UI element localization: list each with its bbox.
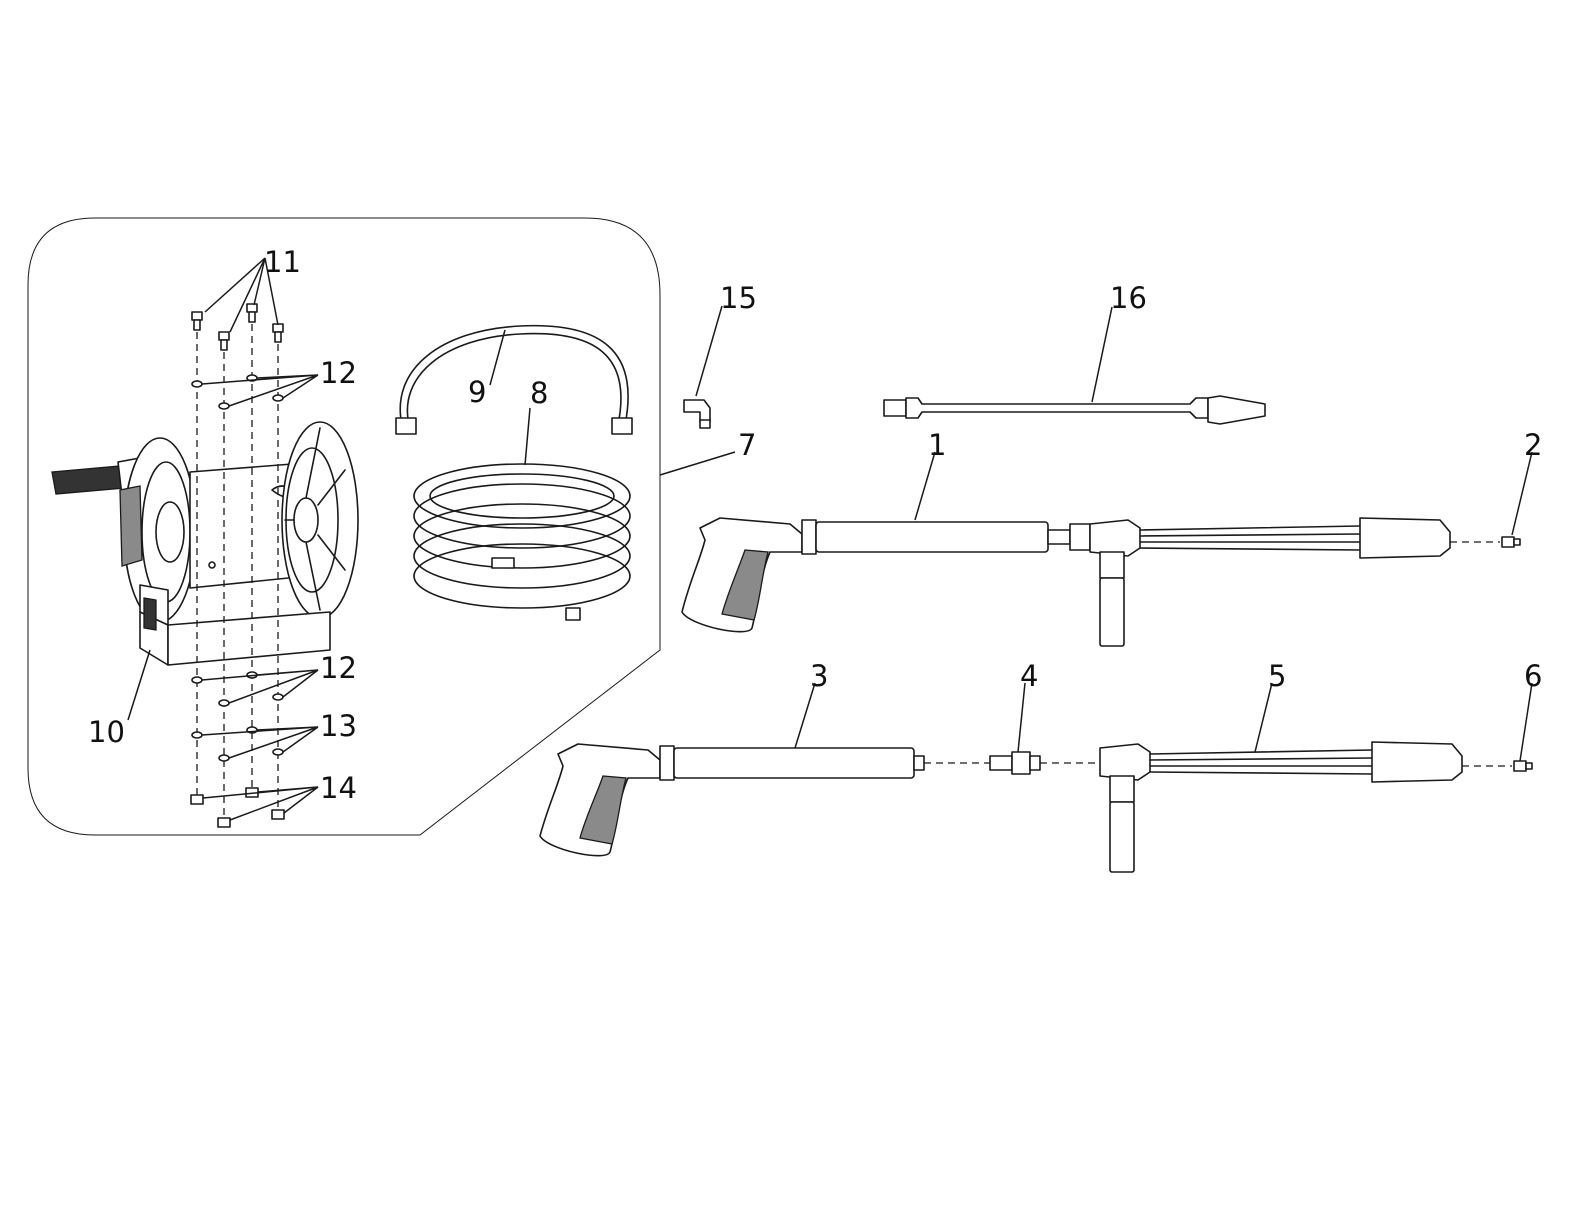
- callout-12-upper: 12: [320, 356, 357, 390]
- callout-7: 7: [738, 428, 756, 462]
- dual-lance: [1099, 741, 1512, 873]
- short-hose: [395, 324, 633, 435]
- callout-4: 4: [1020, 659, 1038, 693]
- callout-1: 1: [928, 428, 946, 462]
- hose-reel: [51, 421, 359, 666]
- callout-5: 5: [1268, 659, 1286, 693]
- quick-connect-adapter: [989, 751, 1100, 775]
- callout-6: 6: [1524, 659, 1542, 693]
- bolts: [191, 303, 284, 351]
- callout-13: 13: [320, 709, 357, 743]
- callout-14: 14: [320, 771, 357, 805]
- spray-gun-assembly-upper: [681, 517, 1500, 647]
- callout-9: 9: [468, 375, 486, 409]
- nozzle-tip-upper: [1501, 536, 1521, 548]
- callout-16: 16: [1110, 281, 1147, 315]
- nozzle-tip-lower: [1513, 760, 1533, 772]
- rotary-nozzle-wand: [883, 395, 1266, 425]
- callout-15: 15: [720, 281, 757, 315]
- callout-2: 2: [1524, 428, 1542, 462]
- callout-10: 10: [88, 715, 125, 749]
- callout-12-lower: 12: [320, 651, 357, 685]
- elbow-fitting: [683, 399, 711, 429]
- leader-lines: [127, 257, 1533, 821]
- hose-reel-kit-panel: [27, 217, 661, 836]
- spray-gun-assembly-lower: [539, 743, 990, 857]
- callout-8: 8: [530, 376, 548, 410]
- callout-11: 11: [264, 245, 301, 279]
- assembly-lines: [196, 324, 279, 815]
- callout-labels: 11 12 9 8 15 16 7 1 2 12 10 13 14 3 4 5 …: [88, 245, 1542, 805]
- callout-3: 3: [810, 659, 828, 693]
- coiled-hose: [413, 463, 631, 621]
- nuts: [190, 787, 285, 828]
